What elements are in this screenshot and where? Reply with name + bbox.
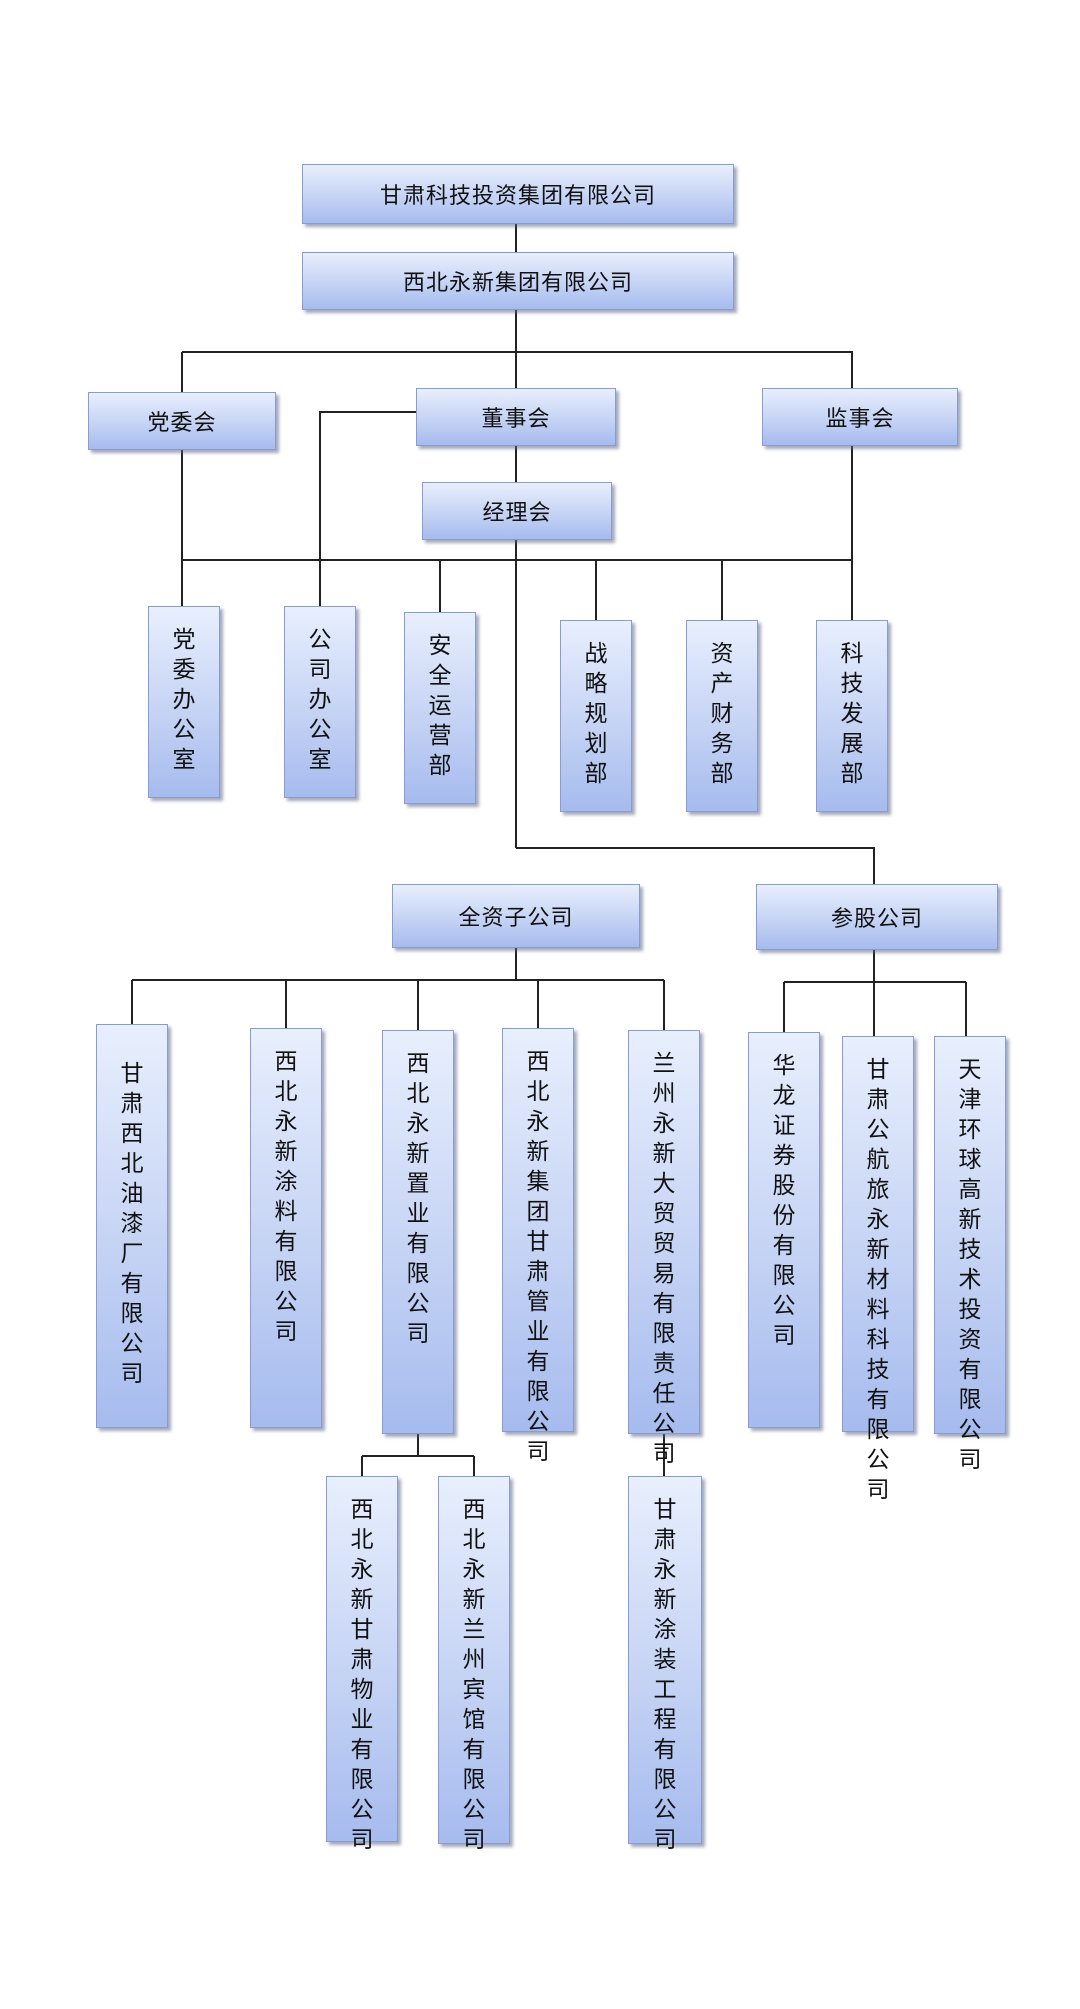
supervisors-label: 监事会 — [825, 407, 895, 432]
department-label: 战略规划部 — [584, 641, 608, 787]
subsidiary-company: 西北永新置业有限公司 — [382, 1030, 454, 1434]
department-label: 资产财务部 — [710, 641, 734, 787]
department-asset-finance: 资产财务部 — [686, 620, 758, 812]
party-committee-label: 党委会 — [147, 411, 217, 436]
root-company-box: 甘肃科技投资集团有限公司 — [302, 164, 734, 224]
party-committee-box: 党委会 — [88, 392, 276, 450]
supervisors-box: 监事会 — [762, 388, 958, 446]
department-label: 党委办公室 — [172, 627, 196, 773]
group-company-label: 西北永新集团有限公司 — [402, 271, 633, 296]
department-strategic-planning: 战略规划部 — [560, 620, 632, 812]
sub-subsidiary-label: 甘肃永新涂装工程有限公司 — [653, 1497, 677, 1853]
subsidiary-company: 兰州永新大贸贸易有限责任公司 — [628, 1030, 700, 1467]
sub-subsidiary-label: 西北永新兰州宾馆有限公司 — [462, 1497, 486, 1853]
equity-company: 天津环球高新技术投资有限公司 — [934, 1036, 1006, 1473]
equity-company-label: 华龙证券股份有限公司 — [772, 1053, 796, 1349]
managers-label: 经理会 — [482, 501, 552, 526]
group-company-box: 西北永新集团有限公司 — [302, 252, 734, 310]
department-label: 科技发展部 — [840, 641, 864, 787]
subsidiary-label: 西北永新涂料有限公司 — [274, 1049, 298, 1345]
managers-box: 经理会 — [422, 482, 612, 540]
department-tech-development: 科技发展部 — [816, 620, 888, 812]
department-safety-operations: 安全运营部 — [404, 612, 476, 804]
sub-subsidiary-company: 西北永新甘肃物业有限公司 — [326, 1476, 398, 1853]
equity-company: 华龙证券股份有限公司 — [748, 1032, 820, 1428]
subsidiary-company: 西北永新集团甘肃管业有限公司 — [502, 1028, 574, 1465]
subsidiary-label: 西北永新置业有限公司 — [406, 1051, 430, 1347]
subsidiary-company: 甘肃西北油漆厂有限公司 — [96, 1024, 168, 1428]
root-company-label: 甘肃科技投资集团有限公司 — [379, 184, 656, 209]
equity-box: 参股公司 — [756, 884, 998, 950]
wholly-owned-box: 全资子公司 — [392, 884, 640, 948]
equity-company-label: 甘肃公航旅永新材料科技有限公司 — [866, 1057, 890, 1503]
department-company-office: 公司办公室 — [284, 606, 356, 798]
wholly-owned-label: 全资子公司 — [458, 906, 574, 931]
equity-company-label: 天津环球高新技术投资有限公司 — [958, 1057, 982, 1473]
subsidiary-label: 西北永新集团甘肃管业有限公司 — [526, 1049, 550, 1465]
sub-subsidiary-company: 西北永新兰州宾馆有限公司 — [438, 1476, 510, 1853]
board-box: 董事会 — [416, 388, 616, 446]
subsidiary-company: 西北永新涂料有限公司 — [250, 1028, 322, 1428]
sub-subsidiary-company: 甘肃永新涂装工程有限公司 — [628, 1476, 702, 1853]
equity-company: 甘肃公航旅永新材料科技有限公司 — [842, 1036, 914, 1503]
department-label: 安全运营部 — [428, 633, 452, 779]
department-party-office: 党委办公室 — [148, 606, 220, 798]
subsidiary-label: 兰州永新大贸贸易有限责任公司 — [652, 1051, 676, 1467]
sub-subsidiary-label: 西北永新甘肃物业有限公司 — [350, 1497, 374, 1853]
department-label: 公司办公室 — [308, 627, 332, 773]
board-label: 董事会 — [481, 407, 551, 432]
subsidiary-label: 甘肃西北油漆厂有限公司 — [120, 1061, 144, 1387]
equity-label: 参股公司 — [830, 907, 923, 932]
